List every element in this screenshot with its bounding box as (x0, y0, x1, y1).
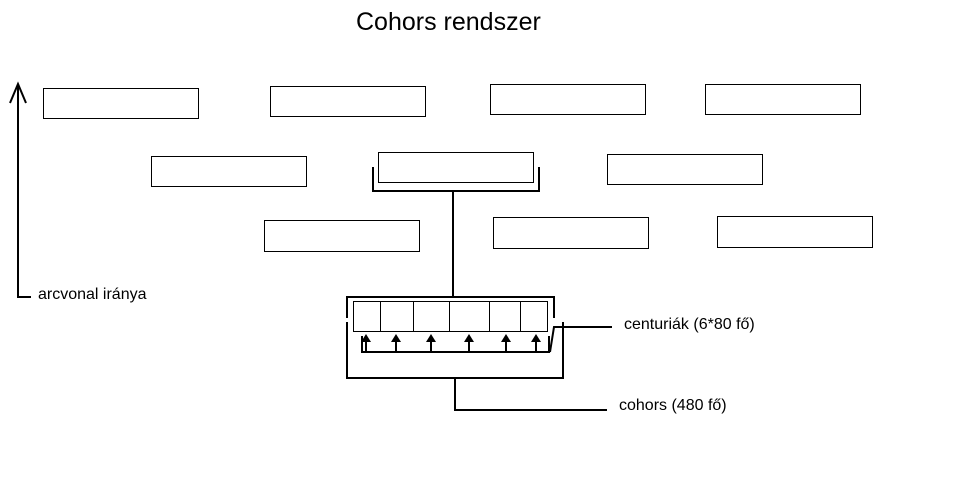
detail-top-bracket (346, 296, 555, 318)
cohort-box-r2-2 (378, 152, 534, 183)
centuries-label: centuriák (6*80 fő) (624, 316, 755, 333)
century-arrow-head-5 (501, 334, 511, 342)
century-arrow-head-3 (426, 334, 436, 342)
diagram-title: Cohors rendszer (356, 8, 541, 36)
cohort-label: cohors (480 fő) (619, 397, 727, 414)
cohort-box-r2-3 (607, 154, 763, 185)
cohort-box-r2-1 (151, 156, 307, 187)
centuries-inner-bracket (361, 336, 550, 353)
cohort-box-r1-4 (705, 84, 861, 115)
centuries-leader-line (549, 326, 612, 353)
century-arrow-head-1 (361, 334, 371, 342)
century-arrow-head-4 (464, 334, 474, 342)
cohort-box-r1-2 (270, 86, 426, 117)
front-direction-label: arcvonal iránya (38, 286, 147, 303)
cohort-box-r1-1 (43, 88, 199, 119)
centuries-box (353, 301, 548, 332)
cohort-outer-bracket (346, 322, 564, 379)
cohort-box-r3-2 (493, 217, 649, 249)
century-arrow-head-2 (391, 334, 401, 342)
century-arrow-head-6 (531, 334, 541, 342)
highlight-bracket (372, 167, 540, 192)
front-direction-arrow-head (9, 81, 27, 104)
cohort-box-r3-1 (264, 220, 420, 252)
cohort-box-r3-3 (717, 216, 873, 248)
cohort-leader-line (454, 378, 607, 411)
cohort-box-r1-3 (490, 84, 646, 115)
